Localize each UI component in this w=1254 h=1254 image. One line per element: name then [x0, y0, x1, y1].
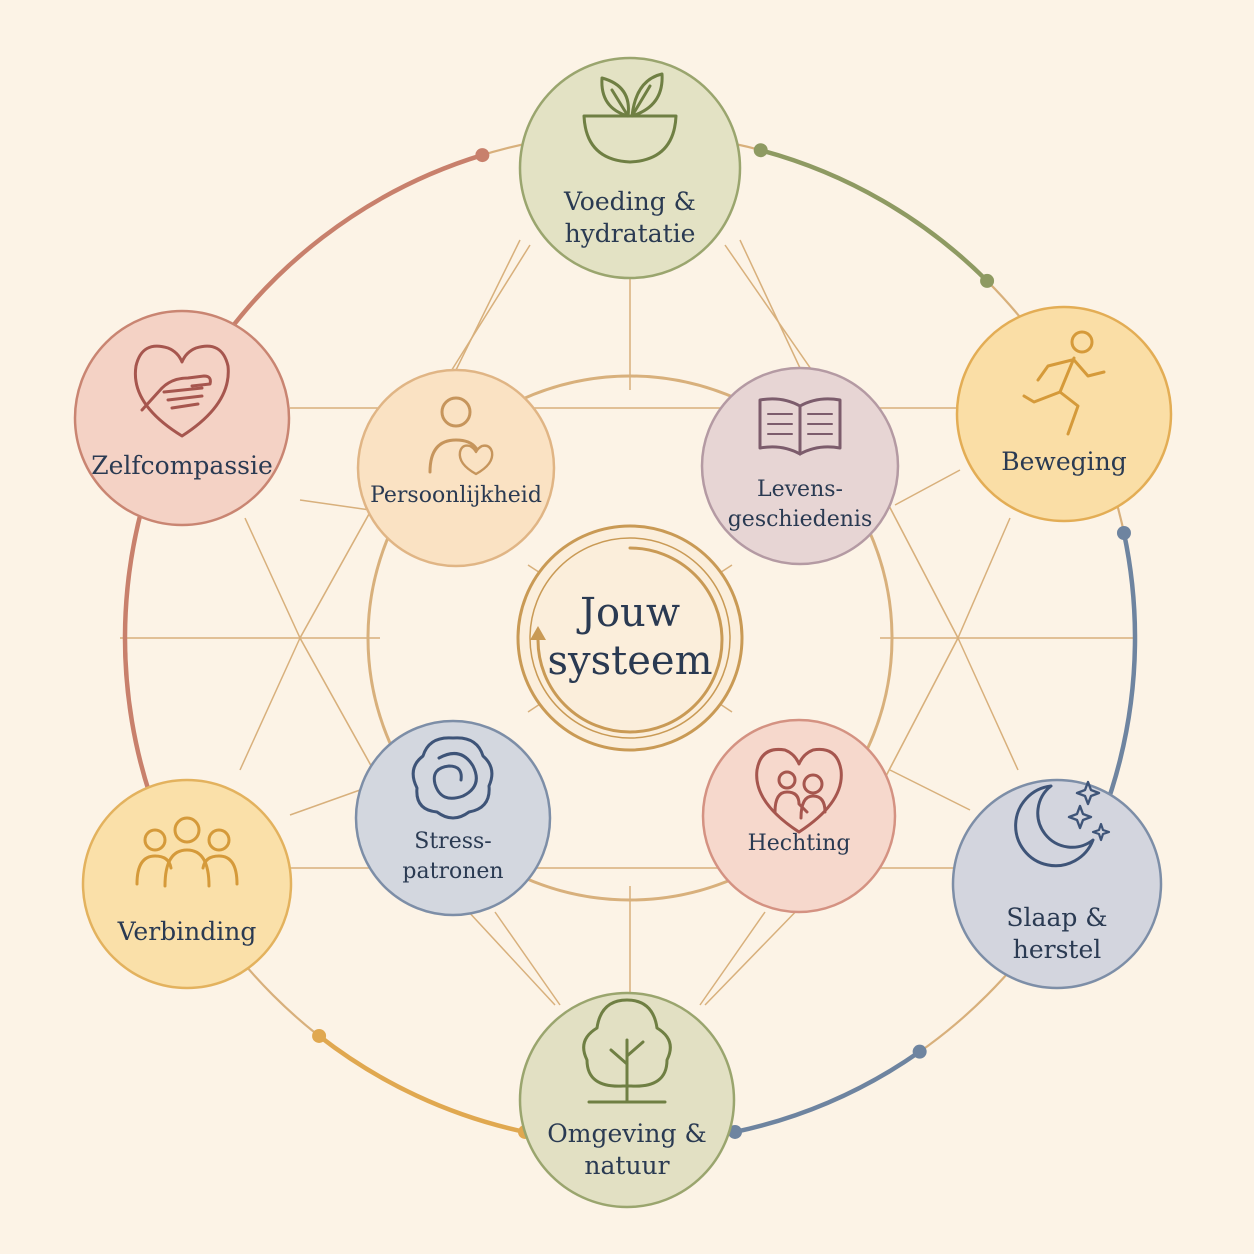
node-label: geschiedenis	[728, 507, 873, 532]
node-circle	[700, 366, 900, 566]
node-label: herstel	[1013, 935, 1102, 964]
grid-spoke	[455, 239, 521, 371]
arrow-head-icon	[530, 626, 546, 640]
grid-spoke	[889, 769, 971, 811]
moon-and-stars-icon	[1014, 780, 1111, 868]
node-circle	[81, 778, 293, 990]
hand-on-heart-icon	[133, 344, 230, 438]
grid-spoke	[957, 517, 1011, 639]
center-title: Jouw	[576, 590, 680, 636]
node-label: Verbinding	[117, 917, 257, 946]
node-label: Hechting	[748, 831, 851, 856]
node-label: Stress-	[414, 829, 491, 854]
node-persoonlijkheid[interactable]: Persoonlijkheid	[356, 368, 556, 568]
node-hechting[interactable]: Hechting	[701, 718, 897, 914]
center-cycle-arrow	[536, 546, 724, 734]
arc-omgeving-verbinding	[316, 1033, 528, 1135]
bowl-with-leaves-icon	[582, 72, 678, 164]
node-label: natuur	[584, 1151, 669, 1180]
open-book-icon	[758, 397, 842, 456]
node-stresspatronen[interactable]: Stress-patronen	[354, 719, 552, 917]
arc-dot-marker	[912, 1044, 927, 1059]
arc-dot-marker	[980, 273, 995, 288]
center-title: systeem	[548, 638, 713, 684]
center-outer-circle	[516, 524, 744, 752]
grid-spoke	[699, 911, 766, 1006]
node-label: Omgeving &	[547, 1119, 706, 1148]
node-label: Zelfcompassie	[91, 451, 273, 480]
center-inner-circle	[529, 537, 731, 739]
node-beweging[interactable]: Beweging	[955, 305, 1173, 523]
family-heart-icon	[755, 747, 843, 834]
arc-dot-marker	[312, 1028, 327, 1043]
node-circle	[356, 368, 556, 568]
node-label: Levens-	[757, 477, 843, 502]
node-zelfcompassie[interactable]: Zelfcompassie	[73, 309, 291, 527]
grid-spoke	[299, 499, 371, 511]
node-voeding[interactable]: Voeding & hydratatie	[518, 56, 742, 280]
arc-voeding-beweging	[758, 147, 990, 284]
swirl-knot-icon	[411, 736, 494, 820]
node-omgeving[interactable]: Omgeving & natuur	[518, 991, 736, 1209]
person-with-heart-icon	[428, 396, 494, 476]
node-label: hydratatie	[565, 219, 696, 248]
node-label: patronen	[402, 859, 503, 884]
arc-dot-marker	[727, 1124, 742, 1139]
node-circle	[518, 56, 742, 280]
three-people-icon	[135, 816, 239, 888]
arc-slaap-omgeving	[732, 1049, 922, 1135]
node-label: Beweging	[1001, 447, 1126, 476]
node-verbinding[interactable]: Verbinding	[81, 778, 293, 990]
grid-spoke	[494, 911, 561, 1006]
running-person-icon	[1022, 330, 1106, 436]
tree-icon	[582, 998, 672, 1104]
grid-spoke	[894, 469, 961, 506]
grid-spoke	[739, 239, 801, 369]
grid-spoke	[289, 789, 361, 816]
arc-dot-marker	[1116, 526, 1131, 541]
arc-dot-marker	[475, 148, 490, 163]
grid-spoke	[239, 637, 301, 771]
grid-spoke	[244, 517, 301, 639]
node-label: Voeding &	[563, 187, 696, 216]
grid-spoke	[957, 637, 1019, 771]
node-slaap[interactable]: Slaap & herstel	[951, 778, 1163, 990]
node-levensgeschiedenis[interactable]: Levens-geschiedenis	[700, 366, 900, 566]
arc-dot-marker	[753, 143, 768, 158]
node-circle	[955, 305, 1173, 523]
node-label: Persoonlijkheid	[370, 483, 542, 508]
node-circle	[701, 718, 897, 914]
node-label: Slaap &	[1006, 903, 1107, 932]
node-circle	[73, 309, 291, 527]
